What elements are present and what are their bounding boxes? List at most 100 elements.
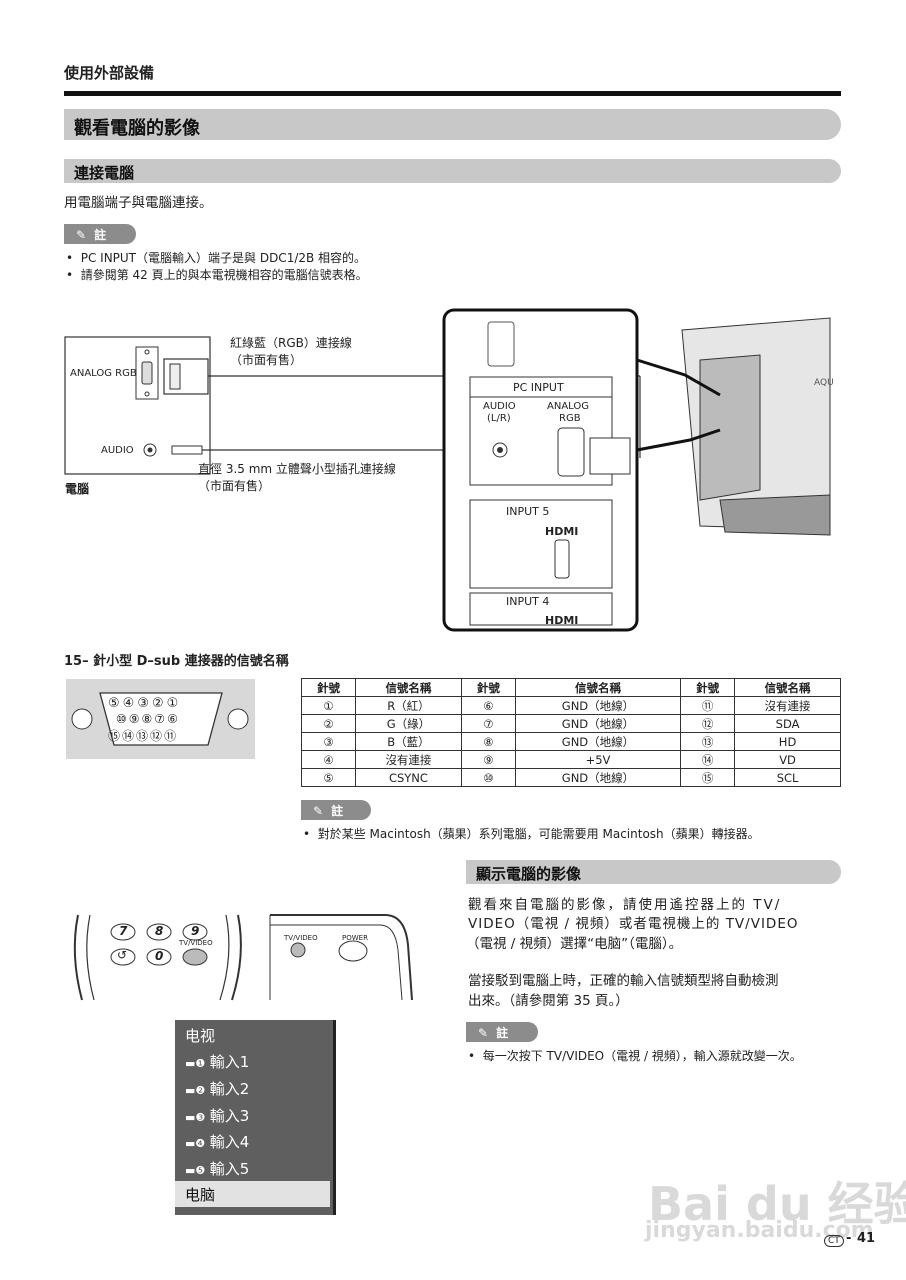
note-mid: • 對於某些 Macintosh（蘋果）系列電腦，可能需要用 Macintosh… xyxy=(303,827,760,841)
input-plug-icon: ▬❹ xyxy=(185,1137,206,1150)
menu-item-input4[interactable]: ▬❹ 輸入4 xyxy=(185,1133,250,1151)
col-header: 信號名稱 xyxy=(355,678,462,697)
table-cell: HD xyxy=(734,732,841,751)
baidu-watermark: Bai du 经验 xyxy=(648,1177,906,1231)
table-cell: 沒有連接 xyxy=(734,696,841,715)
table-cell: ⑪ xyxy=(680,696,736,715)
note-top-2: • 請參閱第 42 頁上的與本電視機相容的電腦信號表格。 xyxy=(66,268,368,282)
rgb-cable-label-2: （市面有售） xyxy=(230,353,303,367)
aquos-logo: AQU xyxy=(814,378,834,388)
header-rule xyxy=(64,91,841,96)
hdmi-port-5 xyxy=(554,539,570,579)
page-number-dash: - xyxy=(846,1231,852,1246)
pencil-icon: ✎ xyxy=(313,804,324,818)
pins-row-2: ⑩⑨⑧⑦⑥ xyxy=(116,712,180,726)
section-title: 使用外部設備 xyxy=(64,64,155,82)
menu-item-input1[interactable]: ▬❶ 輸入1 xyxy=(185,1053,250,1071)
page-number: 41 xyxy=(857,1231,876,1246)
computer-audio-label: AUDIO xyxy=(101,445,134,456)
table-cell: ⑦ xyxy=(460,714,516,733)
input-plug-icon: ▬❶ xyxy=(185,1057,206,1070)
note-badge-top: ✎註 xyxy=(64,224,136,244)
table-cell: R（紅） xyxy=(355,696,462,715)
table-cell: GND（地線） xyxy=(514,732,682,751)
table-cell: 沒有連接 xyxy=(355,750,462,769)
table-cell: ⑮ xyxy=(680,768,736,787)
audio-cable-label-1: 直徑 3.5 mm 立體聲小型插孔連接線 xyxy=(198,462,396,476)
panel-tvvideo-button xyxy=(290,942,306,958)
baidu-watermark-url: jingyan.baidu.com xyxy=(645,1218,874,1243)
note-label: 註 xyxy=(496,1026,509,1040)
rgb-plug-right xyxy=(589,437,631,475)
connect-heading: 連接電腦 xyxy=(64,159,841,183)
input-plug-icon: ▬❷ xyxy=(185,1084,206,1097)
note-mid-text: 對於某些 Macintosh（蘋果）系列電腦，可能需要用 Macintosh（蘋… xyxy=(317,827,760,841)
remote-key-7: 7 xyxy=(119,924,128,938)
note-label: 註 xyxy=(331,804,344,818)
remote-key-9: 9 xyxy=(191,924,200,938)
page-title: 觀看電腦的影像 xyxy=(64,109,841,140)
table-cell: ⑤ xyxy=(300,768,357,787)
remote-key-0: 0 xyxy=(155,949,164,963)
table-cell: SDA xyxy=(734,714,841,733)
table-cell: ① xyxy=(300,696,357,715)
note-top-1-text: PC INPUT（電腦輸入）端子是與 DDC1/2B 相容的。 xyxy=(80,251,367,265)
menu-item-input2[interactable]: ▬❷ 輸入2 xyxy=(185,1080,250,1098)
table-cell: +5V xyxy=(514,750,682,769)
menu-selected-label: 电脑 xyxy=(185,1186,216,1204)
region-badge: CT xyxy=(824,1235,844,1247)
menu-item-input3[interactable]: ▬❸ 輸入3 xyxy=(185,1107,250,1125)
table-cell: ③ xyxy=(300,732,357,751)
audio-lr-label-1: AUDIO xyxy=(483,401,516,412)
table-cell: ⑩ xyxy=(460,768,516,787)
input5-box xyxy=(469,499,613,589)
table-cell: B（藍） xyxy=(355,732,462,751)
note-top-2-text: 請參閱第 42 頁上的與本電視機相容的電腦信號表格。 xyxy=(80,268,368,282)
table-cell: ⑨ xyxy=(460,750,516,769)
input-plug-icon: ▬❸ xyxy=(185,1111,206,1124)
display-text-4: 當接駁到電腦上時，正確的輸入信號類型將自動檢測 xyxy=(468,973,779,989)
col-header: 信號名稱 xyxy=(514,678,682,697)
table-cell: ⑭ xyxy=(680,750,736,769)
note-badge-mid: ✎註 xyxy=(301,800,371,820)
analog-label-2: RGB xyxy=(559,413,581,424)
panel-power-button xyxy=(338,940,368,962)
menu-item-pc-selected[interactable]: 电脑 xyxy=(175,1181,330,1207)
display-text-2: VIDEO（電視 / 視頻）或者電視機上的 TV/VIDEO xyxy=(468,916,799,932)
remote-flashback-icon: ↺ xyxy=(117,948,128,962)
input-menu: 电视 ▬❶ 輸入1 ▬❷ 輸入2 ▬❸ 輸入3 ▬❹ 輸入4 ▬❺ 輸入5 电脑 xyxy=(175,1020,336,1215)
computer-label: 電腦 xyxy=(65,482,90,496)
col-header: 針號 xyxy=(680,678,736,697)
audio-lr-label-2: (L/R) xyxy=(487,413,511,424)
pc-input-box xyxy=(469,376,613,486)
audio-cable-label-2: （市面有售） xyxy=(198,479,271,493)
display-text-3: （電視 / 視頻）選擇“电脑”（電腦）。 xyxy=(466,936,683,952)
panel-tvvideo-label: TV/VIDEO xyxy=(284,934,318,942)
intro-text: 用電腦端子與電腦連接。 xyxy=(64,195,213,211)
menu-item-input5[interactable]: ▬❺ 輸入5 xyxy=(185,1160,250,1178)
rgb-cable-label-1: 紅綠藍（RGB）連接線 xyxy=(230,336,352,350)
display-heading: 顯示電腦的影像 xyxy=(466,860,841,884)
table-header-row: 針號 信號名稱 針號 信號名稱 針號 信號名稱 xyxy=(300,678,841,697)
table-cell: ⑫ xyxy=(680,714,736,733)
analog-rgb-label: ANALOG RGB xyxy=(70,368,137,379)
pins-row-1: ⑤④③②① xyxy=(108,696,182,711)
pencil-icon: ✎ xyxy=(478,1026,489,1040)
remote-tvvideo-label: TV/VIDEO xyxy=(179,939,213,947)
remote-key-8: 8 xyxy=(155,924,164,938)
table-cell: CSYNC xyxy=(355,768,462,787)
table-cell: G（綠） xyxy=(355,714,462,733)
hdmi-label-5: HDMI xyxy=(545,525,579,538)
note-label: 註 xyxy=(94,228,107,242)
remote-illustration xyxy=(73,914,413,1001)
pc-input-label: PC INPUT xyxy=(513,381,564,394)
panel-power-label: POWER xyxy=(342,934,368,942)
table-cell: GND（地線） xyxy=(514,696,682,715)
input4-label: INPUT 4 xyxy=(506,595,550,608)
display-text-5: 出來。（請參閱第 35 頁。） xyxy=(468,993,629,1009)
note-badge-bottom: ✎註 xyxy=(466,1022,538,1042)
